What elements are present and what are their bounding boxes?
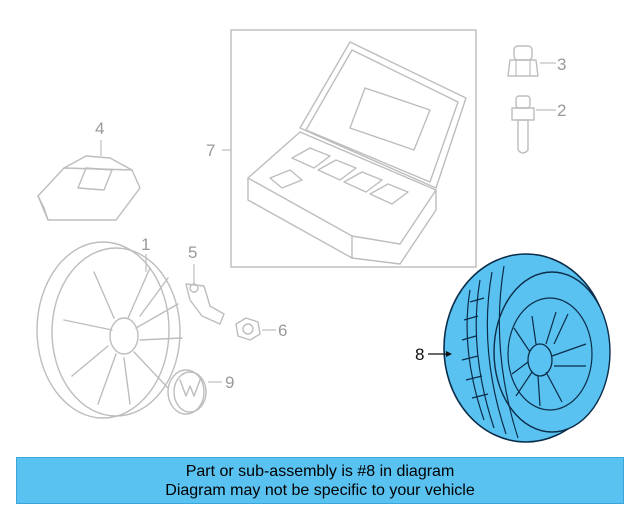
banner-line-1: Part or sub-assembly is #8 in diagram: [185, 462, 455, 480]
valve-cap: [507, 45, 556, 77]
callout-8: 8: [415, 345, 424, 364]
center-cap: [167, 369, 222, 415]
repair-kit-case: [222, 29, 477, 268]
banner-line-2: Diagram may not be specific to your vehi…: [165, 481, 475, 499]
callout-1: 1: [141, 235, 150, 254]
alloy-wheel: [36, 241, 183, 419]
valve-stem: [511, 95, 556, 154]
callout-9: 9: [225, 373, 234, 392]
info-banner: Part or sub-assembly is #8 in diagram Di…: [16, 457, 624, 504]
wheel-tire-assembly: [443, 253, 611, 443]
tpms-valve: [185, 264, 225, 325]
callout-6: 6: [278, 321, 287, 340]
callout-8-arrow: [428, 351, 452, 357]
callout-7: 7: [206, 141, 215, 160]
callout-3: 3: [557, 55, 566, 74]
valve-nut: [235, 317, 276, 341]
callout-5: 5: [188, 243, 197, 262]
callout-4: 4: [95, 119, 104, 138]
callout-2: 2: [557, 101, 566, 120]
tpms-sensor: [37, 140, 141, 221]
